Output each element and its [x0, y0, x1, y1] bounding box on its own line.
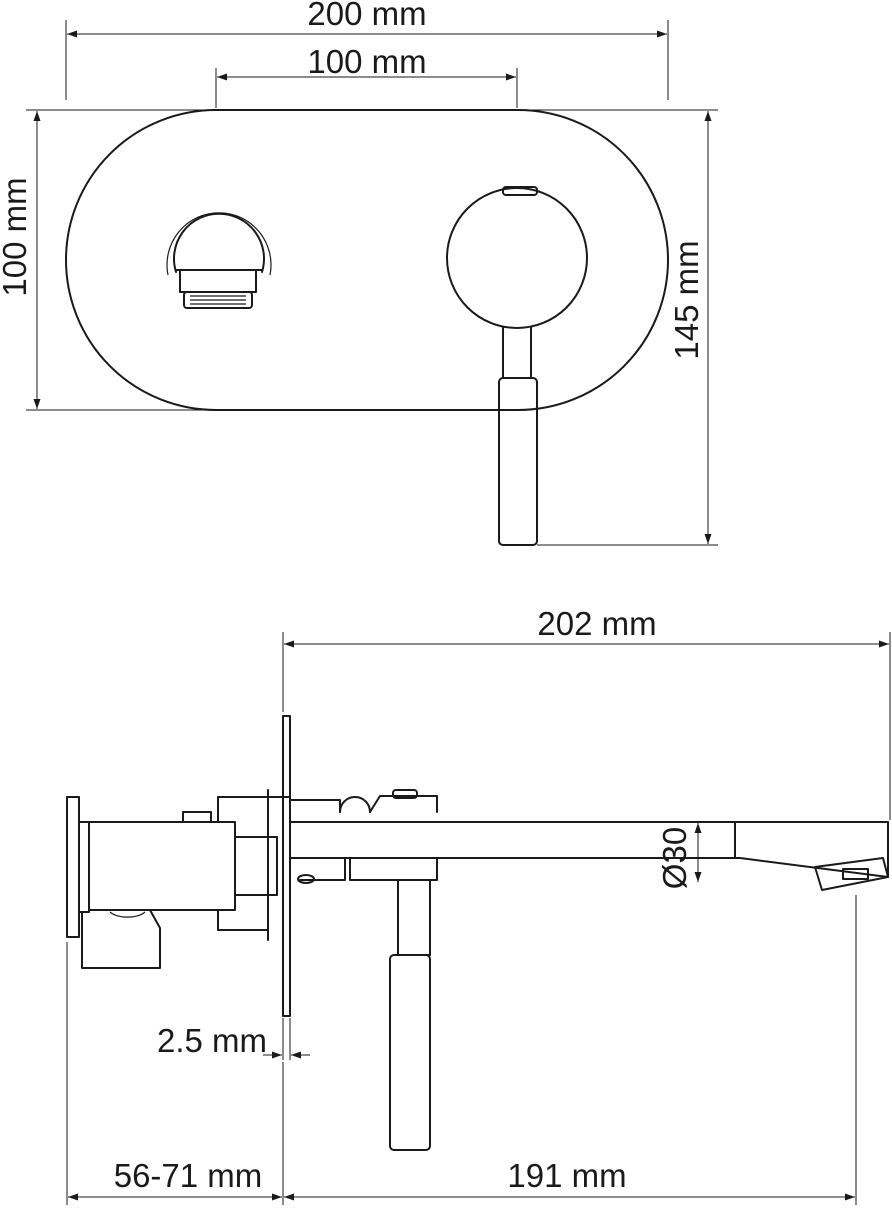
dim-200mm: 200 mm: [65, 0, 669, 100]
dim-100mm-inner: 100 mm: [215, 43, 518, 108]
label-length-total: 202 mm: [537, 605, 656, 642]
dim-202mm: 202 mm: [282, 605, 891, 820]
dim-145mm: 145 mm: [520, 109, 718, 546]
label-height-plate: 100 mm: [0, 177, 33, 296]
dim-191mm: 191 mm: [284, 895, 857, 1205]
label-wall-depth: 56-71 mm: [114, 1157, 263, 1194]
front-view: 200 mm 100 mm 100 mm 145 mm: [0, 0, 718, 546]
diverter-knob: [166, 212, 272, 309]
label-width-inner: 100 mm: [307, 43, 426, 80]
wall-plate-side: [282, 715, 291, 1017]
label-height-total: 145 mm: [668, 240, 705, 359]
rear-flange: [66, 796, 80, 938]
dim-diameter: Ø30: [656, 823, 702, 889]
label-plate-thickness: 2.5 mm: [157, 1022, 267, 1059]
mixer-body-side: [289, 789, 438, 884]
dim-56-71mm: 56-71 mm: [66, 942, 284, 1205]
dim-100mm-height: 100 mm: [0, 109, 210, 411]
spout: [289, 821, 889, 891]
wall-plate-outline: [65, 109, 669, 411]
dim-2-5mm: 2.5 mm: [157, 1018, 310, 1060]
lever-handle-side: [389, 879, 431, 1151]
rough-in-body: [81, 789, 291, 969]
side-view: 202 mm Ø30 2.5 mm 56-71 mm 191 mm: [66, 605, 891, 1205]
label-spout-reach: 191 mm: [507, 1157, 626, 1194]
label-spout-diameter: Ø30: [656, 827, 693, 889]
label-width-total: 200 mm: [307, 0, 426, 32]
mixer-handle: [446, 186, 588, 546]
